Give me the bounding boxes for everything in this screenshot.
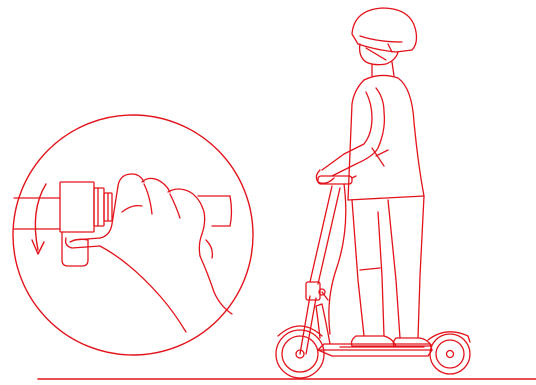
front-fork (300, 296, 316, 354)
throttle-detail (13, 115, 253, 355)
throttle-housing (60, 182, 112, 232)
hand-outline (66, 174, 232, 332)
scooter (276, 176, 470, 378)
stem (310, 186, 340, 284)
front-fender (278, 326, 322, 336)
rotate-arrow-icon (32, 184, 46, 254)
rear-wheel (430, 334, 470, 374)
detail-circle (13, 115, 253, 355)
helmet (352, 8, 417, 52)
rider (316, 8, 432, 346)
throttle-lever (62, 232, 88, 266)
legs (352, 196, 424, 338)
brake-cable (329, 184, 346, 334)
torso (348, 75, 424, 200)
